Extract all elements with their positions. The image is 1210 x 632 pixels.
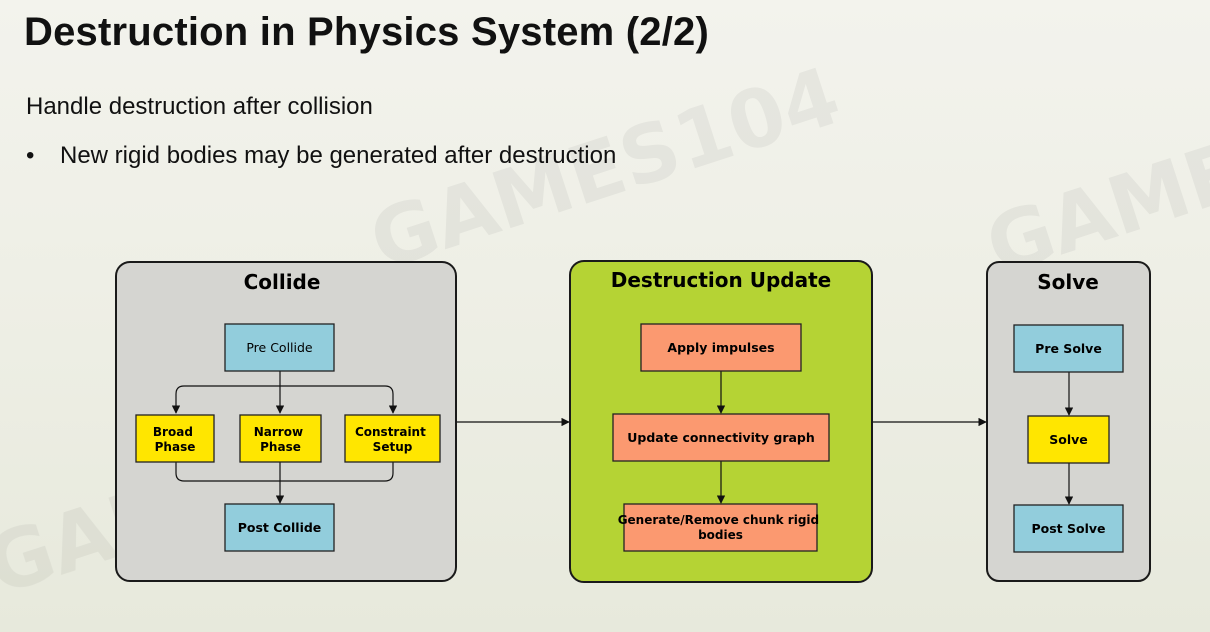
destruction-panel: Destruction Update Apply impulses Update… bbox=[569, 260, 873, 583]
broad-phase-line1: Broad bbox=[153, 425, 193, 439]
pre-collide-label: Pre Collide bbox=[246, 340, 313, 355]
apply-impulses-label: Apply impulses bbox=[667, 340, 774, 355]
slide-title: Destruction in Physics System (2/2) bbox=[24, 10, 710, 54]
generate-remove-line1: Generate/Remove chunk rigid bbox=[618, 513, 819, 527]
constraint-setup-line2: Setup bbox=[373, 440, 413, 454]
collide-panel: Collide Pre Collide Broad Phase Narrow P… bbox=[115, 261, 457, 582]
broad-phase-node bbox=[135, 414, 215, 463]
narrow-phase-node bbox=[239, 414, 322, 463]
watermark-text-2: GAMES104 bbox=[975, 54, 1210, 293]
generate-remove-line2: bodies bbox=[698, 528, 743, 542]
post-solve-node bbox=[1013, 504, 1124, 553]
constraint-setup-line1: Constraint bbox=[355, 425, 426, 439]
collide-connector-right bbox=[280, 385, 398, 414]
post-collide-node bbox=[224, 503, 335, 552]
collide-merge-right bbox=[280, 462, 394, 482]
pre-collide-node bbox=[224, 323, 335, 372]
apply-impulses-node bbox=[640, 323, 802, 372]
solve-node bbox=[1027, 415, 1110, 464]
collide-merge-left bbox=[175, 462, 280, 482]
post-solve-label: Post Solve bbox=[1031, 521, 1105, 536]
narrow-phase-line2: Phase bbox=[260, 440, 301, 454]
constraint-setup-node bbox=[344, 414, 441, 463]
post-collide-label: Post Collide bbox=[238, 520, 322, 535]
broad-phase-line2: Phase bbox=[155, 440, 196, 454]
solve-label: Solve bbox=[1049, 432, 1088, 447]
solve-panel-title: Solve bbox=[1037, 270, 1099, 294]
broad-phase-label: Broad Phase bbox=[153, 425, 197, 454]
bullet-item: • New rigid bodies may be generated after… bbox=[26, 142, 616, 170]
narrow-phase-label: Narrow Phase bbox=[254, 425, 308, 454]
generate-remove-node bbox=[623, 503, 818, 552]
generate-remove-label: Generate/Remove chunk rigid bodies bbox=[618, 513, 824, 542]
update-connectivity-node bbox=[612, 413, 830, 462]
watermark-text-1: GAMES104 bbox=[359, 49, 850, 288]
constraint-setup-label: Constraint Setup bbox=[355, 425, 430, 454]
collide-connector-left bbox=[171, 385, 280, 414]
destruction-panel-title: Destruction Update bbox=[611, 268, 831, 292]
pre-solve-label: Pre Solve bbox=[1035, 341, 1102, 356]
narrow-phase-line1: Narrow bbox=[254, 425, 303, 439]
update-connectivity-label: Update connectivity graph bbox=[627, 430, 815, 445]
intro-line: Handle destruction after collision bbox=[26, 93, 373, 120]
collide-panel-title: Collide bbox=[244, 270, 321, 294]
pre-solve-node bbox=[1013, 324, 1124, 373]
bullet-text: New rigid bodies may be generated after … bbox=[60, 142, 617, 169]
bullet-dot: • bbox=[26, 142, 35, 169]
solve-panel: Solve Pre Solve Solve Post Solve bbox=[986, 261, 1151, 582]
